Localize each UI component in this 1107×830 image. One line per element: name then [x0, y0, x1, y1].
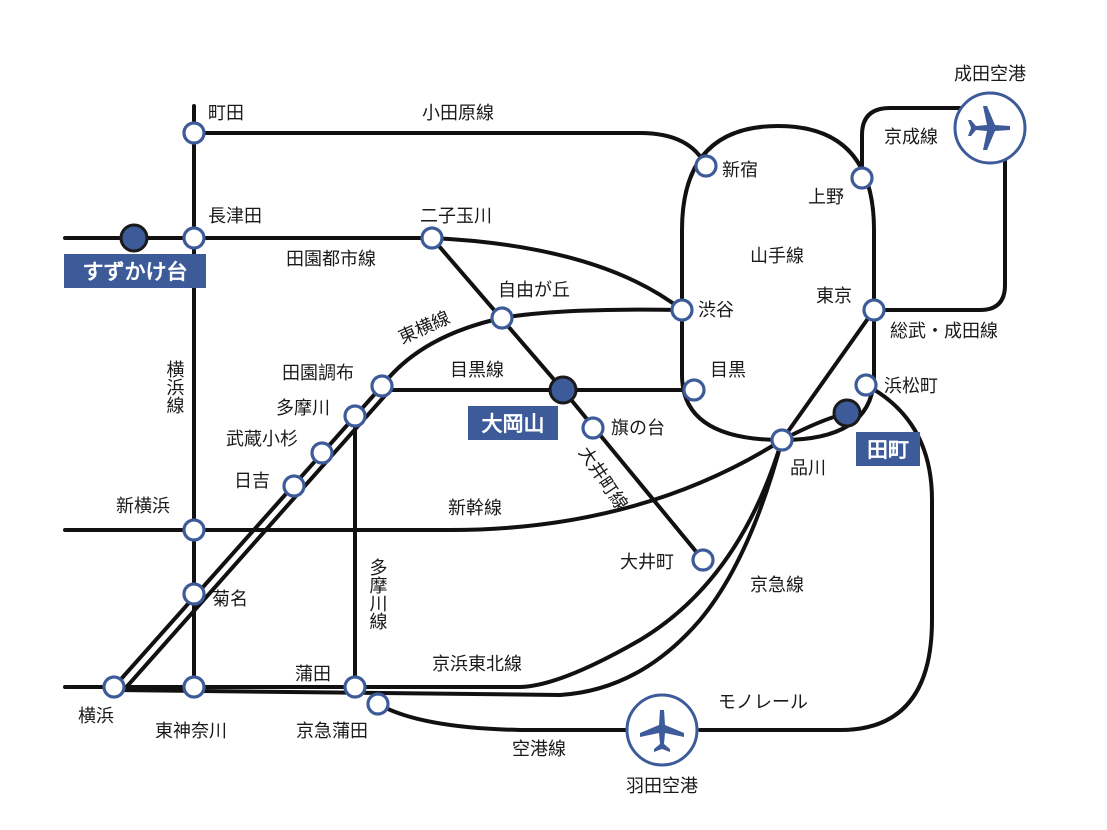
station-shibuya[interactable] [670, 298, 694, 322]
station-tokyo[interactable] [862, 298, 886, 322]
station-labels: 町田 長津田 二子玉川 自由が丘 新宿 上野 渋谷 東京 目黒 田園調布 多摩川… [78, 103, 938, 742]
airport-narita-label: 成田空港 [954, 64, 1026, 85]
line-label-keihin-tohoku: 京浜東北線 [432, 654, 522, 675]
station-label-jiyugaoka: 自由が丘 [498, 280, 570, 301]
station-label-machida: 町田 [208, 103, 244, 124]
station-label-keikyu-kamata: 京急蒲田 [296, 721, 368, 742]
airport-narita[interactable]: 成田空港 [953, 64, 1027, 165]
station-hatanodai[interactable] [581, 416, 605, 440]
station-meguro[interactable] [682, 378, 706, 402]
line-label-sobu-narita: 総武・成田線 [890, 321, 998, 342]
airplane-icon [640, 710, 684, 752]
airport-haneda-label: 羽田空港 [626, 776, 698, 797]
station-label-hamamatsucho: 浜松町 [884, 376, 938, 397]
station-musashikosugi[interactable] [310, 441, 334, 465]
station-label-shinjuku: 新宿 [722, 160, 758, 181]
station-label-meguro: 目黒 [710, 360, 746, 381]
station-label-hatanodai: 旗の台 [611, 418, 665, 439]
airport-haneda[interactable]: 羽田空港 [625, 693, 699, 797]
station-label-shibuya: 渋谷 [698, 300, 734, 321]
station-label-shinyokohama: 新横浜 [116, 496, 170, 517]
label-suzukakedai: すずかけ台 [64, 254, 206, 288]
label-ookayama: 大岡山 [468, 406, 558, 440]
line-label-denentoshi: 田園都市線 [286, 249, 376, 270]
station-shinyokohama[interactable] [182, 518, 206, 542]
line-keikyu [112, 438, 784, 697]
line-label-kuko: 空港線 [512, 739, 566, 760]
label-tamachi-box [856, 432, 920, 466]
station-kikuna[interactable] [182, 582, 206, 606]
station-suzukakedai[interactable] [119, 223, 149, 253]
station-oimachi[interactable] [691, 548, 715, 572]
station-label-musashikosugi: 武蔵小杉 [226, 429, 298, 450]
station-keikyu-kamata[interactable] [366, 692, 390, 716]
line-shinkansen [63, 411, 849, 532]
station-tamachi[interactable] [832, 398, 862, 428]
line-label-oimachi: 大井町線 [574, 443, 632, 514]
line-label-yokohama: 横浜線 [164, 360, 185, 414]
line-label-keikyu: 京急線 [750, 575, 804, 596]
line-label-tamagawa: 多摩川線 [367, 558, 388, 630]
line-label-yamanote: 山手線 [750, 246, 804, 267]
station-label-kikuna: 菊名 [212, 589, 248, 610]
station-label-yokohama: 横浜 [78, 706, 114, 727]
label-suzukakedai-box [64, 254, 206, 288]
station-denenchofu[interactable] [370, 374, 394, 398]
station-higashikanagawa[interactable] [182, 675, 206, 699]
station-futakotamagawa[interactable] [420, 226, 444, 250]
line-label-meguro: 目黒線 [450, 360, 504, 381]
station-ueno[interactable] [850, 166, 874, 190]
station-hamamatsucho[interactable] [854, 373, 878, 397]
station-label-nagatsuta: 長津田 [208, 206, 262, 227]
station-tamagawa[interactable] [343, 404, 367, 428]
station-label-shinagawa: 品川 [790, 458, 826, 479]
station-label-kamata: 蒲田 [295, 664, 331, 685]
line-kuko [376, 702, 632, 732]
line-odakyu [192, 131, 708, 168]
station-label-hiyoshi: 日吉 [234, 471, 270, 492]
line-denentoshi [63, 236, 684, 312]
line-label-monorail: モノレール [718, 692, 808, 713]
station-label-denenchofu: 田園調布 [282, 363, 354, 384]
station-ookayama[interactable] [548, 375, 578, 405]
station-label-ueno: 上野 [808, 187, 844, 208]
line-keihin-tohoku [63, 308, 876, 689]
station-label-futakotamagawa: 二子玉川 [420, 206, 492, 227]
station-label-higashikanagawa: 東神奈川 [155, 721, 227, 742]
stations [102, 121, 886, 716]
label-ookayama-box [468, 406, 558, 440]
airplane-icon [968, 106, 1010, 150]
line-label-toyoko: 東横線 [395, 307, 453, 348]
station-kamata[interactable] [343, 675, 367, 699]
label-suzukakedai-text: すずかけ台 [83, 260, 188, 284]
station-machida[interactable] [182, 121, 206, 145]
label-ookayama-text: 大岡山 [482, 412, 545, 436]
label-tamachi: 田町 [856, 432, 920, 466]
line-labels: 小田原線 田園都市線 東横線 目黒線 大井町線 山手線 京成線 総武・成田線 新… [164, 103, 999, 760]
station-yokohama[interactable] [102, 675, 126, 699]
station-label-tokyo: 東京 [816, 286, 852, 307]
line-toyoko-parallel [120, 388, 392, 694]
station-hiyoshi[interactable] [282, 474, 306, 498]
station-label-tamagawa: 多摩川 [276, 398, 330, 419]
line-label-odakyu: 小田原線 [422, 103, 494, 124]
label-tamachi-text: 田町 [867, 438, 909, 462]
station-nagatsuta[interactable] [182, 226, 206, 250]
line-toyoko [112, 307, 684, 689]
line-label-keisei: 京成線 [884, 127, 938, 148]
station-shinagawa[interactable] [770, 428, 794, 452]
station-shinjuku[interactable] [694, 154, 718, 178]
line-label-shinkansen: 新幹線 [448, 498, 502, 519]
station-jiyugaoka[interactable] [490, 306, 514, 330]
line-monorail [698, 383, 934, 732]
station-label-oimachi: 大井町 [620, 552, 674, 573]
